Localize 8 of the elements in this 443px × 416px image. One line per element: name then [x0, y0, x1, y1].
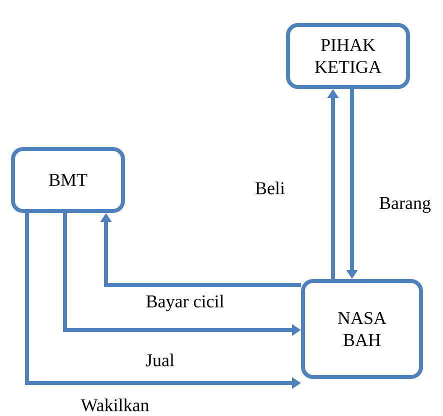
process-box: BMT: [11, 147, 125, 213]
edge-label: Bayar cicil: [144, 294, 226, 312]
process-box: NASA BAH: [301, 279, 423, 379]
edge-label: Wakilkan: [80, 398, 150, 412]
process-box: PIHAK KETIGA: [286, 23, 410, 89]
edge-label: Barang: [378, 196, 432, 214]
edge-label: Beli: [254, 180, 286, 196]
edge-label: Jual: [144, 352, 176, 368]
